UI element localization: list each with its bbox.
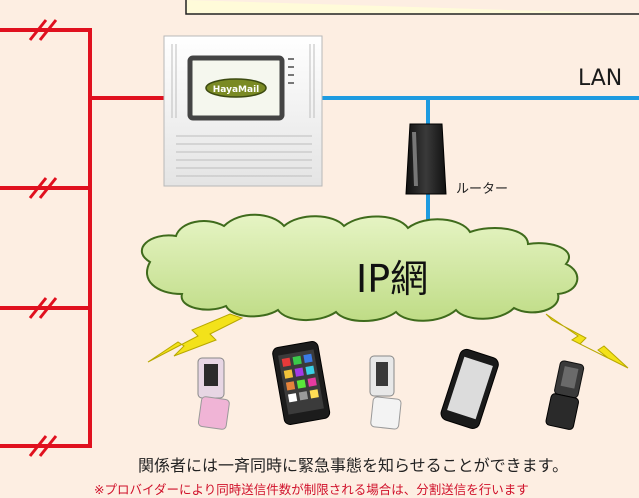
ip-cloud [141,213,579,322]
lan-lines [322,96,639,226]
line-break-marks [28,19,58,457]
lightning-left-icon [147,313,244,363]
smartphone-dark [272,341,331,425]
hayamail-device: HayaMail [163,35,323,187]
lightning-right-icon [545,313,629,369]
ip-network-label: IP網 [356,257,429,301]
router-icon [405,123,447,195]
caption: 関係者には一斉同時に緊急事態を知らせることができます。 [138,456,569,475]
top-box [185,0,639,15]
device-screen-text: HayaMail [213,85,259,95]
phone-lines [0,28,164,448]
lan-label: LAN [578,66,623,91]
router-label: ルーター [456,182,509,197]
flip-phone-pink [197,357,230,430]
flip-phone-silver [369,355,402,430]
flip-phone-dark [545,360,585,430]
footnote: ※プロバイダーにより同時送信件数が制限される場合は、分割送信を行います [94,482,529,497]
smartphone-tilted [440,348,499,429]
